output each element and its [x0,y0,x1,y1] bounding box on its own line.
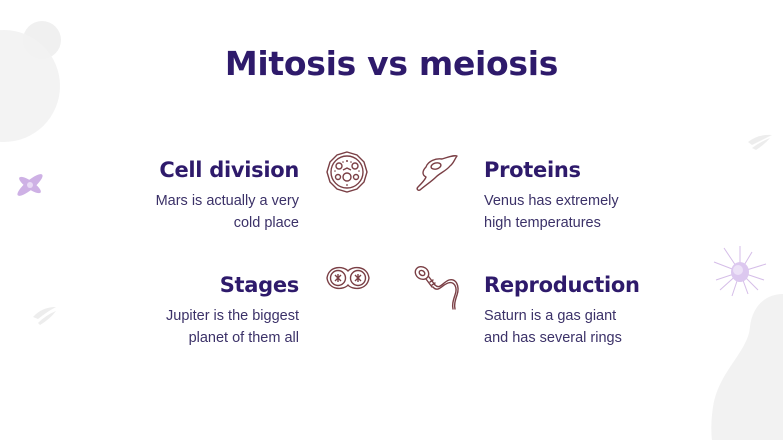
blob-bottom-right-decoration [711,294,783,440]
item-stages: Stages Jupiter is the biggest planet of … [99,271,299,349]
item-proteins: Proteins Venus has extremely high temper… [484,156,684,234]
blob-top-left-decoration [0,21,61,142]
protein-icon [416,155,458,191]
item-cell-division: Cell division Mars is actually a very co… [99,156,300,234]
slide-title: Mitosis vs meiosis [224,44,559,83]
virus-decoration [713,246,767,297]
leaf-decoration-left [33,307,56,325]
dividing-cell-icon [326,266,370,290]
item-heading: Cell division [159,158,299,182]
item-heading: Reproduction [484,273,640,297]
item-description: Saturn is a gas giant and has several ri… [484,308,622,346]
item-heading: Proteins [484,158,581,182]
chromosome-icon [17,174,43,196]
cell-icon [326,151,368,193]
item-description: Venus has extremely high temperatures [484,193,619,231]
item-heading: Stages [219,273,300,297]
sperm-cell-icon [414,265,459,310]
item-description: Jupiter is the biggest planet of them al… [166,308,299,346]
item-description: Mars is actually a very cold place [155,193,299,231]
leaf-decoration-right [748,134,772,150]
item-reproduction: Reproduction Saturn is a gas giant and h… [484,271,684,349]
